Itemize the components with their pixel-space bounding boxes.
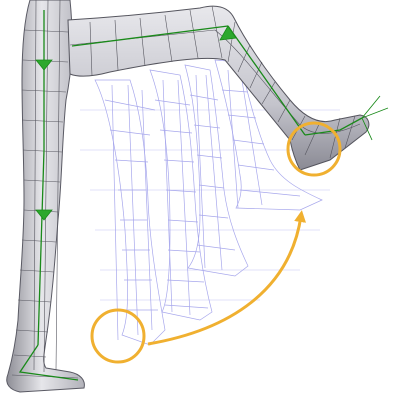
ghost-frame-2: [150, 70, 212, 320]
ghost-frame-3: [185, 65, 248, 276]
ghost-trail: [80, 60, 340, 345]
bone-raised-shin: [228, 26, 305, 135]
ghost-frame-1: [95, 80, 165, 345]
